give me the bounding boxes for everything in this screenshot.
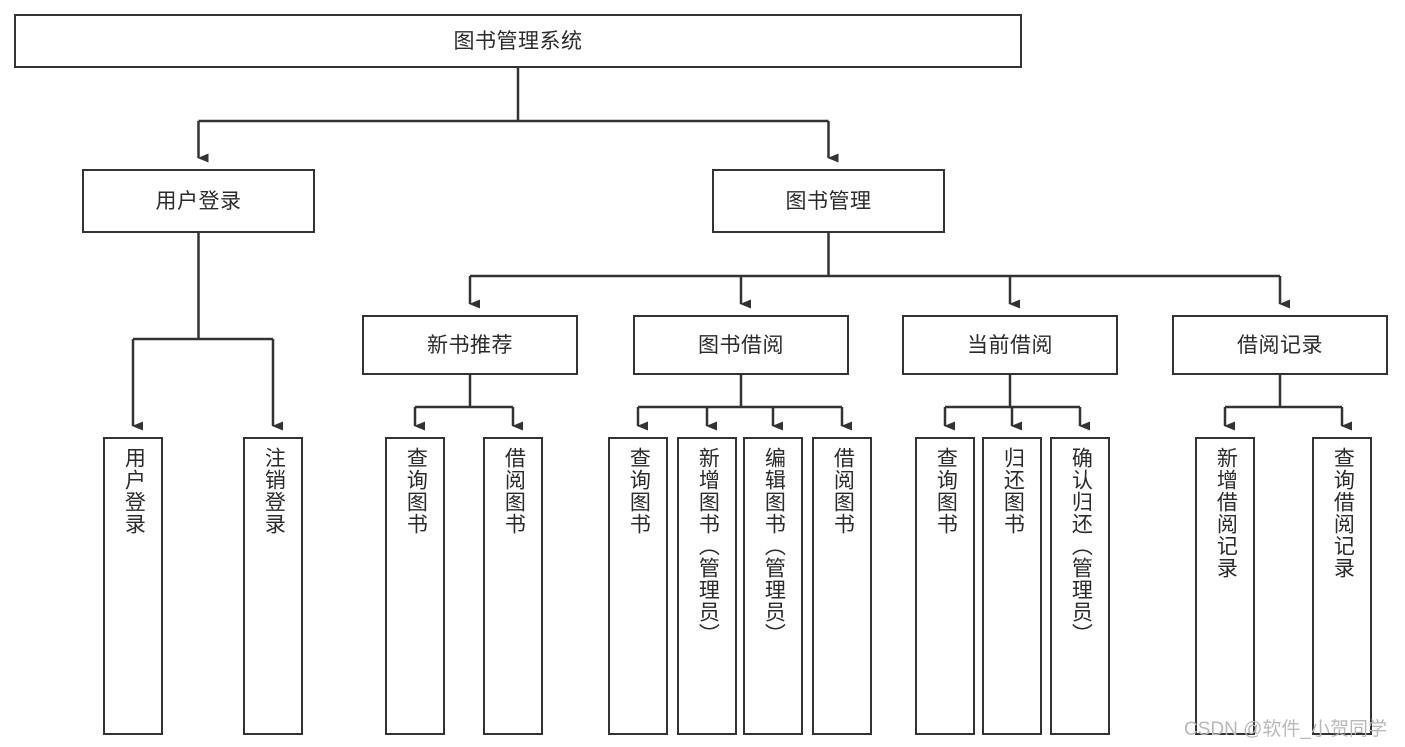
node-label-leaf-rec-query: 查询图书 — [404, 447, 428, 535]
node-label-book-borrow: 图书借阅 — [698, 333, 784, 357]
node-leaf-rec-add[interactable]: 新增借阅记录 — [1195, 437, 1255, 735]
node-label-leaf-brw-add: 新增图书（管理员） — [696, 447, 720, 645]
node-leaf-rec-borrow[interactable]: 借阅图书 — [483, 437, 543, 735]
node-label-leaf-cur-confirm: 确认归还（管理员） — [1069, 447, 1093, 645]
node-label-leaf-rec-borrow: 借阅图书 — [502, 447, 526, 535]
node-label-leaf-user-login: 用户登录 — [122, 447, 146, 535]
node-book-borrow[interactable]: 图书借阅 — [633, 315, 849, 375]
node-leaf-cur-query[interactable]: 查询图书 — [915, 437, 975, 735]
node-label-leaf-cur-return: 归还图书 — [1001, 447, 1025, 535]
node-book-manage[interactable]: 图书管理 — [712, 169, 945, 233]
node-label-borrow-record: 借阅记录 — [1237, 333, 1323, 357]
node-leaf-brw-borrow[interactable]: 借阅图书 — [812, 437, 872, 735]
node-root[interactable]: 图书管理系统 — [14, 14, 1022, 68]
node-label-leaf-user-logout: 注销登录 — [262, 447, 286, 535]
node-label-new-book-rec: 新书推荐 — [427, 333, 513, 357]
node-leaf-brw-add[interactable]: 新增图书（管理员） — [677, 437, 737, 735]
node-label-leaf-cur-query: 查询图书 — [934, 447, 958, 535]
node-label-book-manage: 图书管理 — [785, 189, 872, 213]
node-leaf-user-login[interactable]: 用户登录 — [103, 437, 163, 735]
node-label-root: 图书管理系统 — [453, 29, 583, 53]
node-label-leaf-rec-search: 查询借阅记录 — [1331, 447, 1355, 579]
node-leaf-cur-return[interactable]: 归还图书 — [982, 437, 1042, 735]
node-borrow-record[interactable]: 借阅记录 — [1172, 315, 1388, 375]
node-label-leaf-brw-borrow: 借阅图书 — [831, 447, 855, 535]
node-leaf-rec-query[interactable]: 查询图书 — [385, 437, 445, 735]
node-current-borrow[interactable]: 当前借阅 — [902, 315, 1118, 375]
node-label-leaf-brw-query: 查询图书 — [627, 447, 651, 535]
node-leaf-cur-confirm[interactable]: 确认归还（管理员） — [1050, 437, 1110, 735]
node-leaf-rec-search[interactable]: 查询借阅记录 — [1312, 437, 1372, 735]
node-new-book-rec[interactable]: 新书推荐 — [362, 315, 578, 375]
node-user-login[interactable]: 用户登录 — [82, 169, 315, 233]
node-label-current-borrow: 当前借阅 — [967, 333, 1053, 357]
node-label-leaf-brw-edit: 编辑图书（管理员） — [762, 447, 786, 645]
node-leaf-brw-edit[interactable]: 编辑图书（管理员） — [743, 437, 803, 735]
node-label-leaf-rec-add: 新增借阅记录 — [1214, 447, 1238, 579]
node-leaf-user-logout[interactable]: 注销登录 — [243, 437, 303, 735]
node-label-user-login: 用户登录 — [155, 189, 242, 213]
watermark-label: CSDN @软件_小贺同学 — [1184, 719, 1387, 740]
node-leaf-brw-query[interactable]: 查询图书 — [608, 437, 668, 735]
